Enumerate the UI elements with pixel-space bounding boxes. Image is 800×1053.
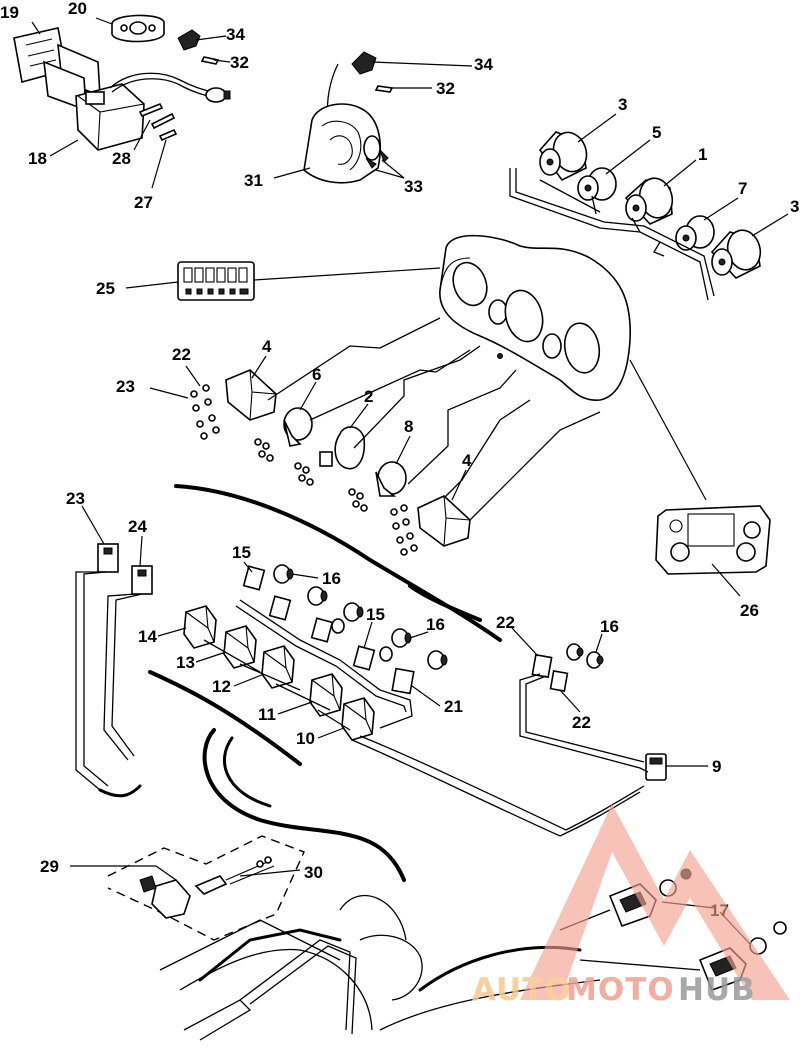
callout-25: 25 bbox=[96, 279, 115, 298]
cluster-hole-5 bbox=[563, 322, 601, 374]
callout-labels: 1 2 3 3 4 4 5 6 7 8 9 10 11 12 13 14 15 … bbox=[0, 0, 799, 920]
module-22-b bbox=[549, 669, 569, 693]
callout-28: 28 bbox=[112, 149, 131, 168]
callout-21: 21 bbox=[444, 697, 463, 716]
lamps-16 bbox=[273, 564, 448, 670]
switch-panel-group bbox=[75, 484, 667, 837]
screw-28 bbox=[138, 102, 164, 118]
column-cover-group bbox=[303, 51, 394, 184]
gauge-3-left bbox=[538, 131, 588, 182]
harness-box-29 bbox=[107, 835, 305, 941]
callout-18: 18 bbox=[28, 149, 47, 168]
callout-32: 32 bbox=[436, 79, 455, 98]
remote-module-group bbox=[13, 14, 231, 151]
gauge-1 bbox=[624, 177, 674, 225]
callout-14: 14 bbox=[138, 627, 157, 646]
cluster-hole-4 bbox=[542, 333, 562, 359]
callout-2: 2 bbox=[364, 387, 373, 406]
watermark-mountain-icon bbox=[520, 804, 790, 1000]
callout-9: 9 bbox=[712, 757, 721, 776]
callout-3: 3 bbox=[618, 95, 627, 114]
callout-10: 10 bbox=[296, 729, 315, 748]
switch-12 bbox=[261, 645, 295, 689]
callout-20: 20 bbox=[68, 0, 87, 18]
callout-12: 12 bbox=[212, 677, 231, 696]
sensor-30 bbox=[139, 856, 275, 919]
callout-22: 22 bbox=[496, 613, 515, 632]
screw-32-top bbox=[200, 56, 220, 65]
callout-19: 19 bbox=[0, 3, 19, 22]
callout-30: 30 bbox=[304, 863, 323, 882]
callout-32: 32 bbox=[230, 53, 249, 72]
watermark-logo: AUTO MOTO HUB bbox=[472, 804, 790, 1008]
module-21 bbox=[391, 667, 415, 695]
gauge-back-8 bbox=[348, 461, 407, 512]
callout-7: 7 bbox=[738, 179, 747, 198]
callout-16: 16 bbox=[426, 615, 445, 634]
display-panel-26 bbox=[655, 505, 771, 575]
gauge-back-2 bbox=[294, 426, 366, 486]
callout-22: 22 bbox=[172, 345, 191, 364]
gauge-back-6 bbox=[254, 407, 313, 462]
callout-8: 8 bbox=[404, 417, 413, 436]
callout-29: 29 bbox=[40, 857, 59, 876]
callout-3: 3 bbox=[790, 197, 799, 216]
callout-27: 27 bbox=[134, 193, 153, 212]
clip-34-mid bbox=[351, 51, 377, 75]
brackets-group bbox=[190, 317, 601, 556]
cluster-hole-3 bbox=[504, 289, 544, 343]
callout-26: 26 bbox=[740, 601, 759, 620]
callout-13: 13 bbox=[176, 653, 195, 672]
callout-1: 1 bbox=[698, 145, 707, 164]
module-15-b bbox=[352, 645, 376, 671]
cluster-housing bbox=[439, 234, 631, 401]
callout-23: 23 bbox=[116, 377, 135, 396]
module-15-a bbox=[242, 565, 266, 591]
callout-22: 22 bbox=[572, 713, 591, 732]
callout-6: 6 bbox=[312, 365, 321, 384]
screw-27 bbox=[158, 128, 178, 142]
switch-14 bbox=[183, 605, 217, 649]
switch-10 bbox=[341, 697, 375, 741]
clip-34-top bbox=[177, 29, 201, 51]
callout-33: 33 bbox=[404, 177, 423, 196]
callout-16: 16 bbox=[322, 569, 341, 588]
switch-13 bbox=[223, 625, 257, 669]
callout-34: 34 bbox=[474, 55, 493, 74]
callout-4: 4 bbox=[262, 337, 272, 356]
gauge-7 bbox=[675, 215, 715, 251]
gauge-3-right bbox=[710, 229, 762, 279]
relay-23 bbox=[97, 543, 119, 573]
cluster-hole-2 bbox=[488, 299, 508, 325]
watermark-text-auto: AUTO bbox=[472, 972, 572, 1008]
callout-11: 11 bbox=[258, 705, 276, 724]
connector-plug bbox=[205, 87, 227, 103]
screws-lower bbox=[390, 504, 418, 556]
callout-24: 24 bbox=[128, 517, 147, 536]
screws-upper bbox=[190, 384, 220, 440]
callout-16: 16 bbox=[600, 617, 619, 636]
gauges-group bbox=[509, 131, 762, 301]
callout-4: 4 bbox=[462, 451, 472, 470]
watermark-text-hub: HUB bbox=[678, 972, 756, 1008]
callout-34: 34 bbox=[226, 25, 245, 44]
callout-23: 23 bbox=[66, 489, 85, 508]
callout-5: 5 bbox=[652, 123, 661, 142]
switch-11 bbox=[309, 673, 343, 717]
cluster-hole-1 bbox=[452, 261, 488, 307]
callout-31: 31 bbox=[244, 171, 263, 190]
leader-lines bbox=[31, 17, 789, 945]
callout-15: 15 bbox=[232, 543, 251, 562]
module-22-a bbox=[531, 653, 553, 679]
callout-15: 15 bbox=[366, 605, 385, 624]
screw-32-mid bbox=[374, 85, 394, 93]
column-cover-31 bbox=[303, 103, 382, 184]
gauge-5 bbox=[577, 167, 617, 201]
watermark-text-moto: MOTO bbox=[566, 972, 675, 1008]
indicator-strip-25 bbox=[177, 261, 255, 301]
